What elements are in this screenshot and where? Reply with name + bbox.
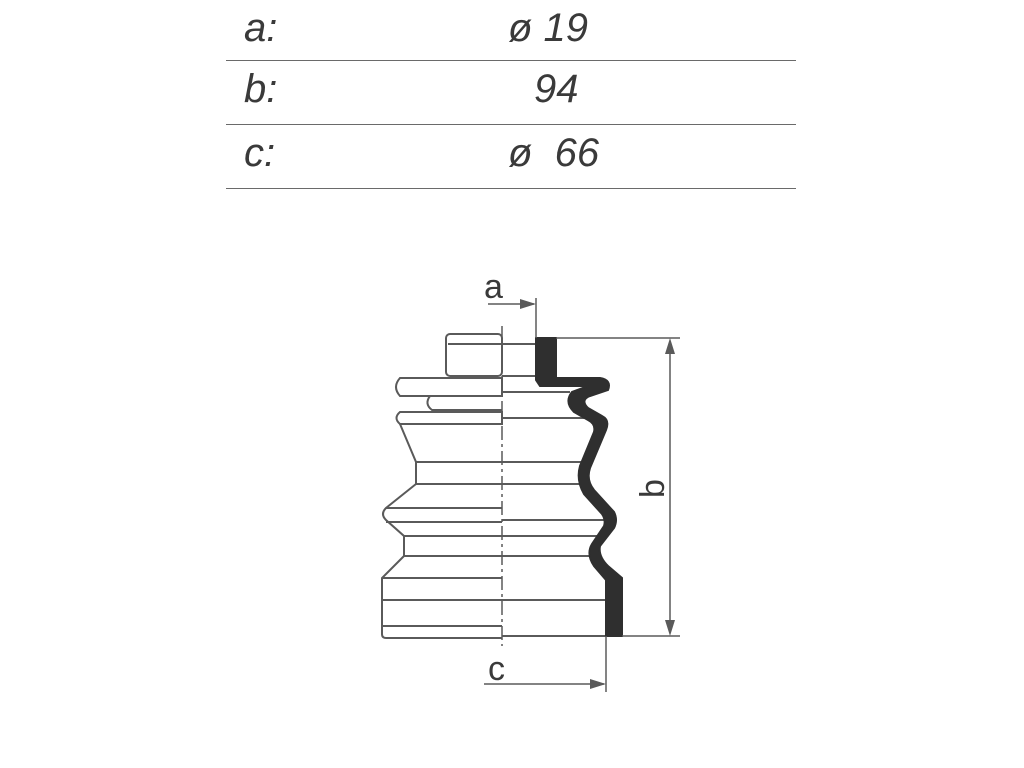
dimension-b-marker [556, 337, 680, 637]
dimension-a-marker [488, 298, 537, 338]
dimension-c-label: c [488, 650, 505, 688]
dimension-a-label: a [484, 268, 503, 306]
dimension-label-a: a: [244, 6, 278, 50]
dimension-c-marker [484, 636, 607, 692]
dimension-row-b: b: 94 [226, 61, 796, 125]
boot-right-section-lines [502, 343, 612, 637]
dimension-row-a: a: ø 19 [226, 0, 796, 61]
dimension-value-c: ø 66 [508, 131, 600, 175]
boot-left-outline [381, 333, 503, 639]
dimension-label-c: c: [244, 131, 276, 175]
dimension-row-c: c: ø 66 [226, 125, 796, 189]
boot-wall-section [535, 337, 623, 637]
dimension-value-a: ø 19 [508, 6, 589, 50]
dimension-b-label: b [634, 479, 672, 498]
dimension-value-b: 94 [534, 67, 579, 111]
dimension-label-b: b: [244, 67, 278, 111]
dimension-table: a: ø 19 b: 94 c: ø 66 [226, 0, 796, 189]
